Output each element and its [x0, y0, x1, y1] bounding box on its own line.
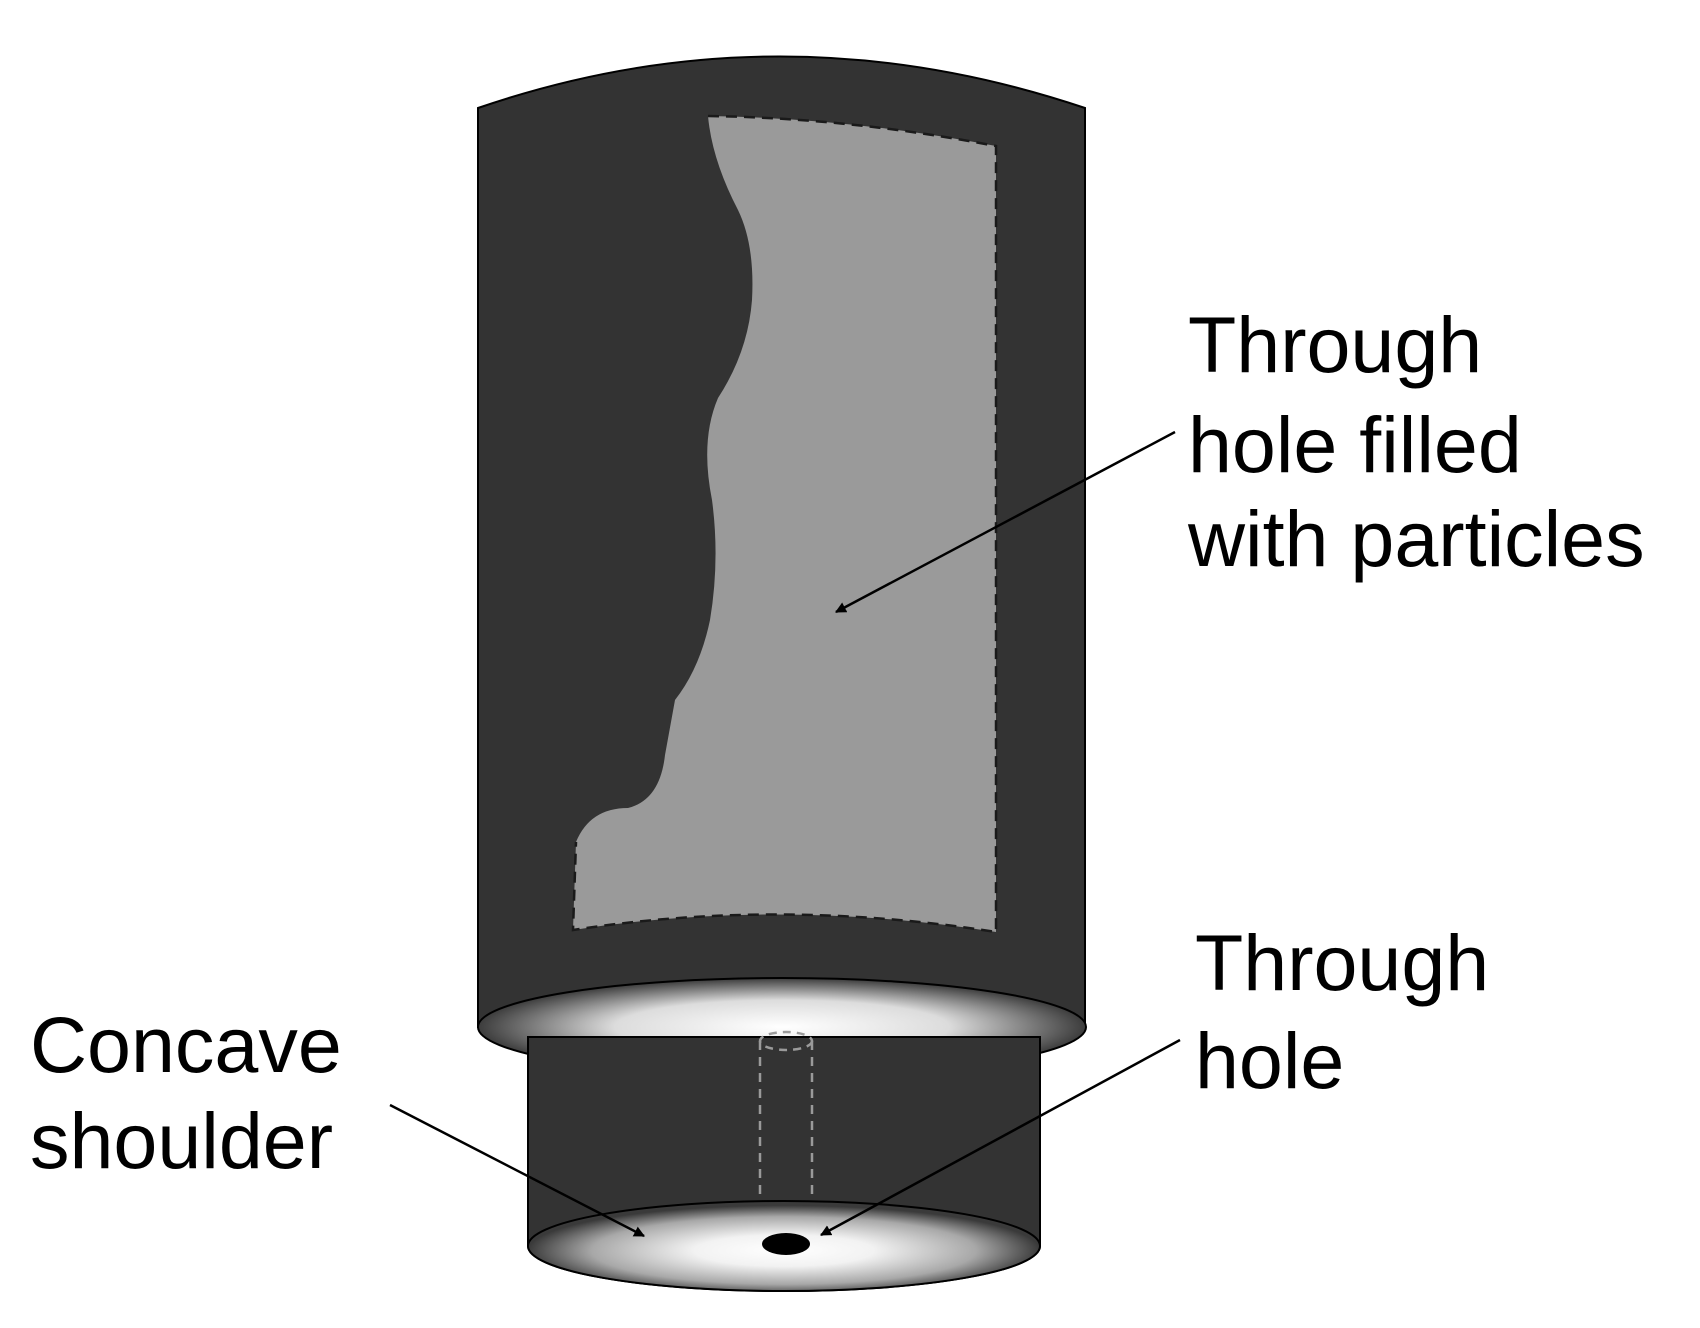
- arrow-through-hole: [820, 1038, 1181, 1237]
- label-filled-hole-line3: with particles: [1187, 494, 1645, 583]
- label-concave-shoulder-line2: shoulder: [30, 1096, 333, 1185]
- particle-region-dashed-edge: [571, 114, 998, 934]
- particle-fill-region: [573, 116, 996, 932]
- arrow-filled-hole: [835, 430, 1176, 614]
- label-concave-shoulder-line1: Concave: [30, 1000, 342, 1089]
- label-filled-hole: Through hole filled with particles: [1187, 300, 1645, 583]
- label-through-hole-line1: Through: [1195, 918, 1489, 1007]
- label-filled-hole-line1: Through: [1188, 300, 1482, 389]
- label-filled-hole-line2: hole filled: [1188, 400, 1522, 489]
- label-through-hole-line2: hole: [1195, 1016, 1344, 1105]
- arrow-concave-shoulder: [389, 1103, 645, 1238]
- label-concave-shoulder: Concave shoulder: [30, 1000, 364, 1185]
- through-hole-opening: [762, 1233, 810, 1255]
- label-through-hole: Through hole: [1195, 918, 1511, 1105]
